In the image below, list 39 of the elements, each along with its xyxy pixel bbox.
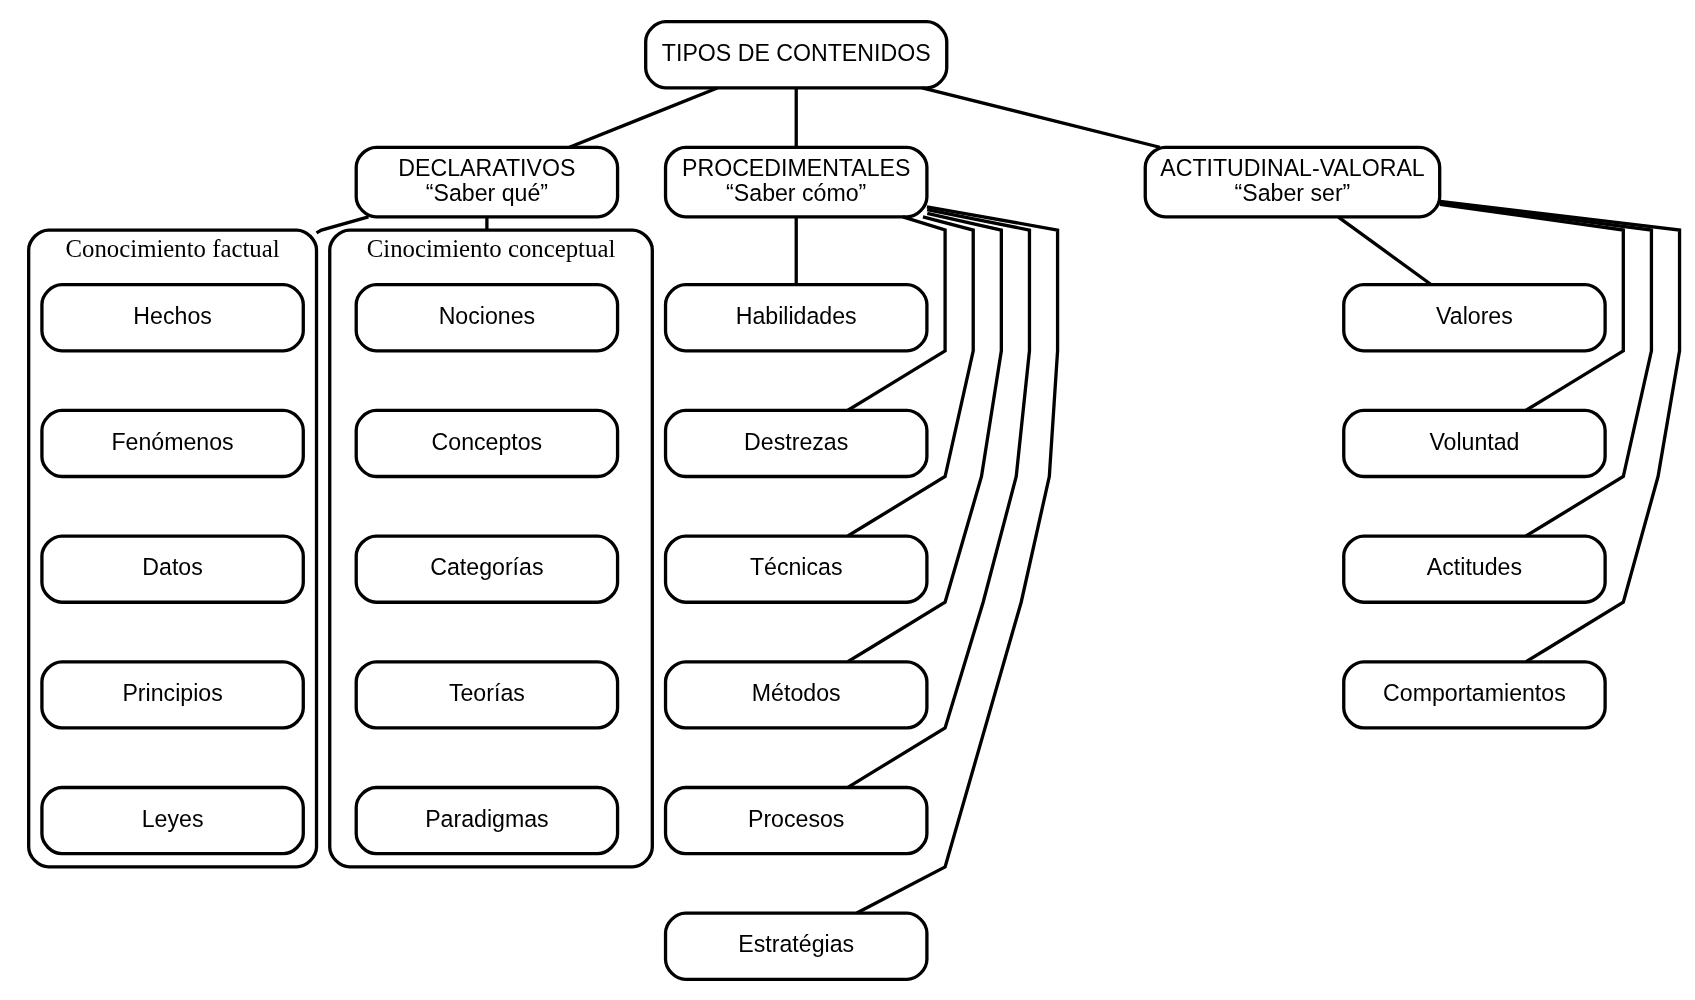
node-box: Estratégias (663, 911, 929, 981)
node-box: PROCEDIMENTALES “Saber cómo” (663, 145, 929, 218)
connector (847, 211, 1003, 663)
node-box: Teorías (354, 659, 620, 730)
connector (847, 214, 947, 412)
connector (1439, 199, 1682, 663)
node-box: Valores (1342, 282, 1607, 352)
node-box: Hechos (40, 282, 305, 352)
node-box: Técnicas (663, 533, 929, 604)
node-box: Destrezas (663, 408, 929, 478)
node-box: DECLARATIVOS “Saber qué” (354, 145, 620, 218)
node-box: Voluntad (1342, 408, 1607, 478)
node-box: Datos (40, 533, 305, 604)
node-box: TIPOS DE CONTENIDOS (644, 19, 949, 89)
node-box: Paradigmas (354, 785, 620, 855)
connector (794, 216, 798, 284)
connector (1337, 215, 1432, 286)
node-box: Conceptos (354, 408, 620, 478)
node-box: Métodos (663, 659, 929, 730)
connector (794, 87, 798, 147)
node-box: Nociones (354, 282, 620, 352)
node-box: Fenómenos (40, 408, 305, 478)
connector (921, 85, 1161, 149)
node-box: Comportamientos (1342, 659, 1607, 730)
node-box: Principios (40, 659, 305, 730)
node-box: ACTITUDINAL-VALORAL “Saber ser” (1143, 145, 1442, 218)
connector (568, 85, 718, 149)
node-box: Procesos (663, 785, 929, 855)
connector (485, 216, 489, 230)
connector (1439, 200, 1654, 537)
node-box: Actitudes (1342, 533, 1607, 604)
node-box: Habilidades (663, 282, 929, 352)
connector (1439, 202, 1625, 412)
node-box: Leyes (40, 785, 305, 855)
connector (847, 214, 975, 537)
connector (315, 214, 369, 234)
node-box: Categorías (354, 533, 620, 604)
connector (856, 204, 1060, 914)
connector (847, 207, 1032, 789)
